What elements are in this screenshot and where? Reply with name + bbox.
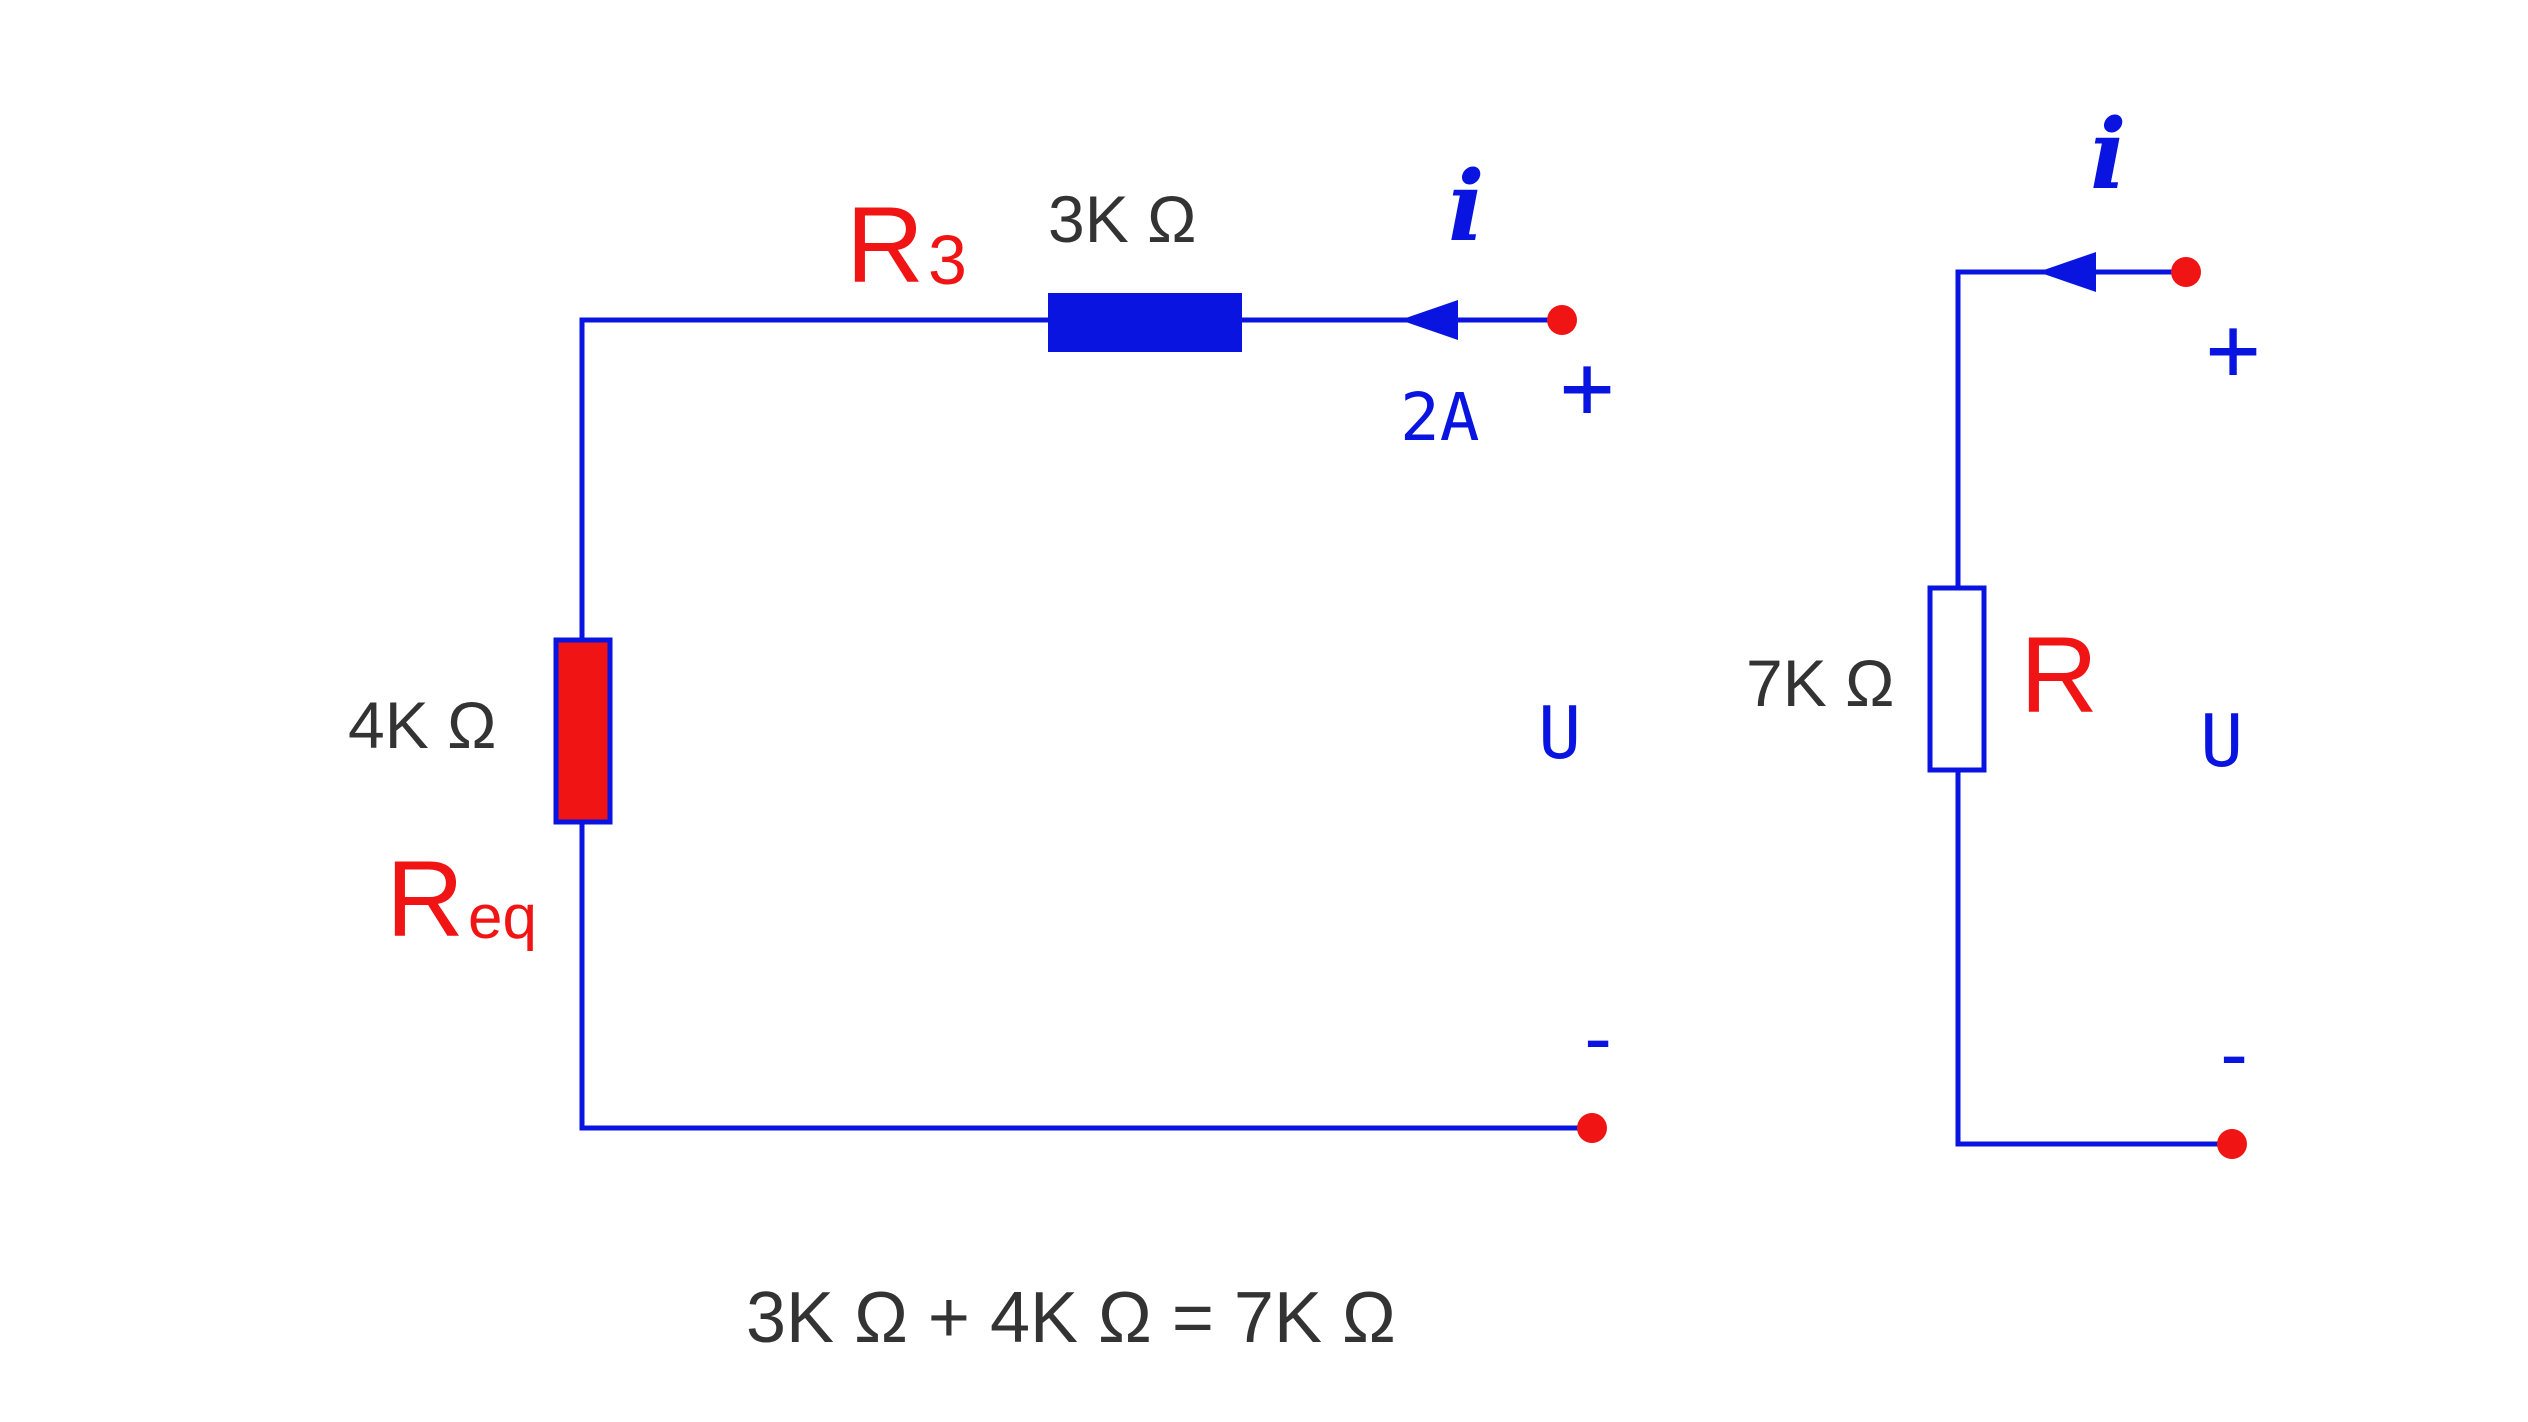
left-plus-sign: +	[1560, 335, 1614, 440]
r-label: R	[2020, 614, 2098, 735]
r-resistor	[1927, 585, 1987, 773]
req-label: Req	[386, 838, 537, 959]
right-minus-sign: -	[2210, 1008, 2258, 1101]
right-circuit: i + 7K Ω R U -	[1746, 98, 2260, 1159]
left-circuit: R3 3K Ω Req 4K Ω i 2A + U -	[348, 150, 1622, 1143]
req-value-label: 4K Ω	[348, 688, 496, 762]
current-arrow-icon	[1400, 300, 1458, 340]
right-current-symbol: i	[2090, 98, 2126, 211]
right-negative-terminal	[2217, 1129, 2247, 1159]
right-voltage-label: U	[2200, 699, 2243, 783]
right-positive-terminal	[2171, 257, 2201, 287]
left-voltage-label: U	[1538, 691, 1581, 775]
left-negative-terminal	[1577, 1113, 1607, 1143]
equation-text: 3K Ω + 4K Ω = 7K Ω	[746, 1278, 1396, 1358]
left-minus-sign: -	[1574, 992, 1622, 1085]
req-resistor	[553, 637, 613, 825]
r3-label: R3	[846, 184, 967, 305]
r-value-label: 7K Ω	[1746, 646, 1894, 720]
right-plus-sign: +	[2206, 297, 2260, 402]
right-current-arrow-icon	[2038, 252, 2096, 292]
left-current-symbol: i	[1448, 150, 1484, 263]
left-positive-terminal	[1547, 305, 1577, 335]
left-current-value: 2A	[1400, 379, 1479, 456]
r3-value-label: 3K Ω	[1048, 182, 1196, 256]
r3-resistor	[1048, 293, 1242, 352]
